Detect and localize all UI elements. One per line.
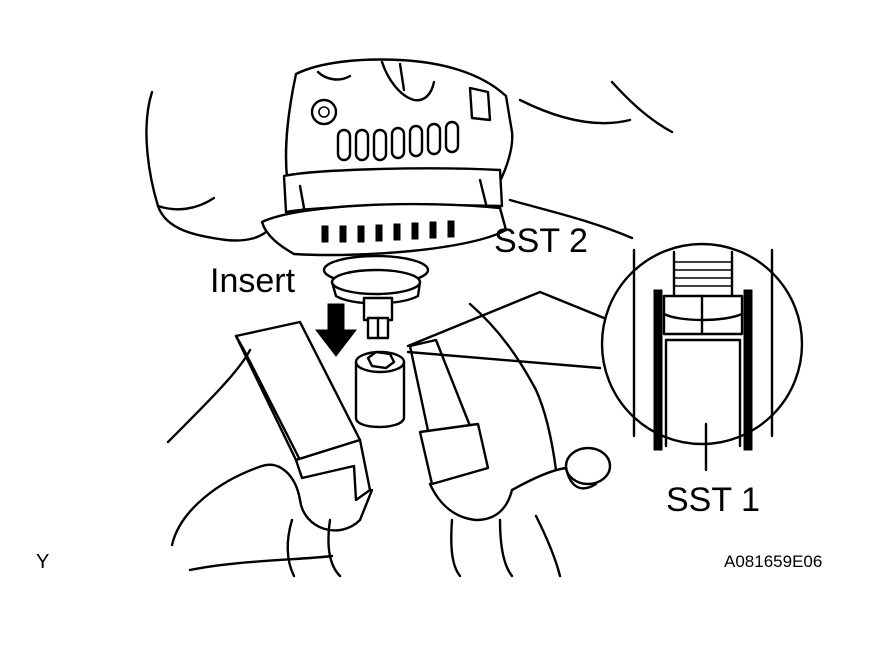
- alternator: [260, 58, 514, 340]
- sst1-socket: [354, 350, 406, 429]
- insert-label: Insert: [210, 262, 296, 300]
- detail-circle: [600, 242, 804, 451]
- down-arrow-icon: [314, 303, 358, 357]
- hand-outline: [145, 80, 674, 242]
- sst1-label: SST 1: [666, 481, 760, 519]
- corner-letter: Y: [36, 551, 50, 573]
- callout-leaders: [406, 290, 606, 370]
- vise: [166, 302, 612, 578]
- figure-code: A081659E06: [724, 552, 823, 571]
- sst2-label: SST 2: [494, 222, 588, 260]
